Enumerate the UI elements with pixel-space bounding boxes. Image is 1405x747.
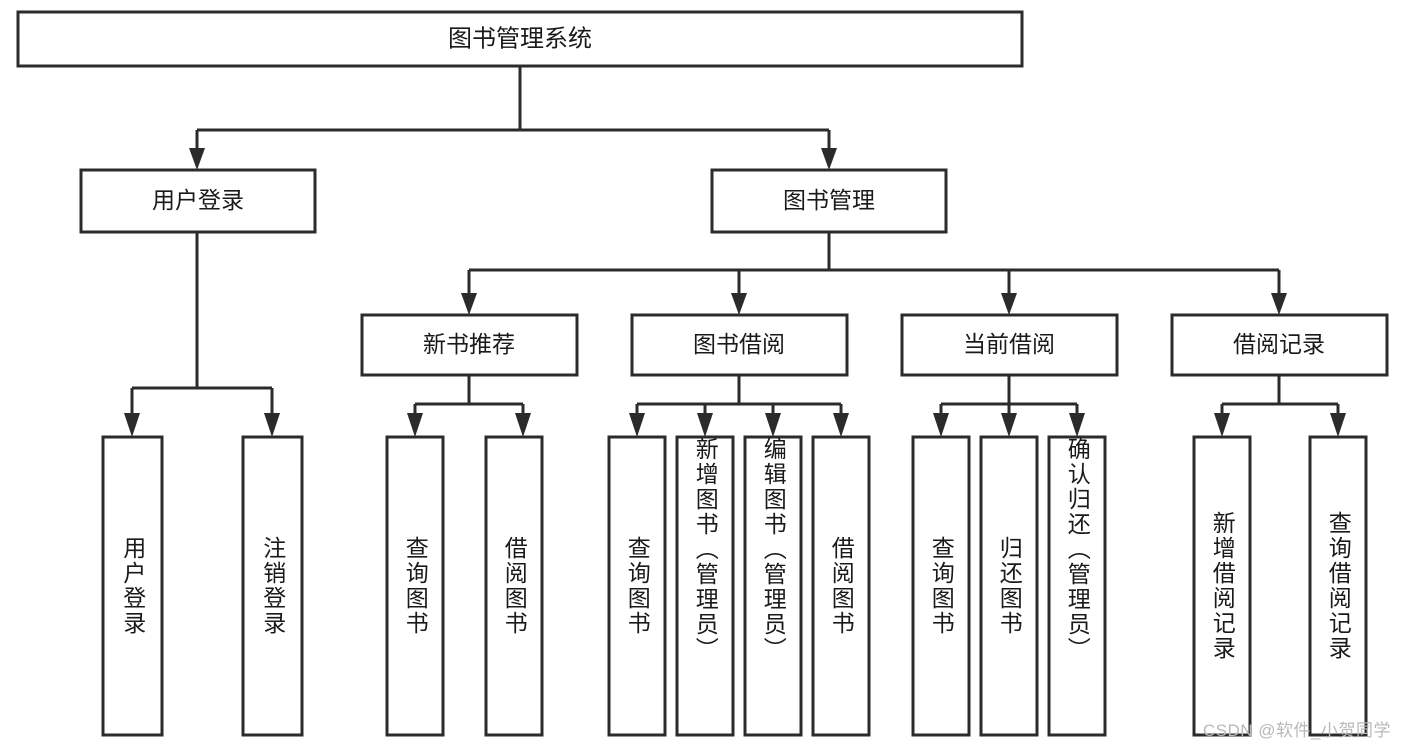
connector-new-book-rec-trunk xyxy=(407,375,531,437)
leaf-node-query-book-current[interactable] xyxy=(911,435,971,737)
node-current-borrow[interactable]: 当前借阅 xyxy=(900,313,1119,377)
node-borrow-record[interactable]: 借阅记录 xyxy=(1170,313,1389,377)
leaf-node-confirm-return-admin[interactable] xyxy=(1047,435,1107,737)
connector-to-user-login xyxy=(189,130,205,170)
leaf-node-query-borrow-record[interactable] xyxy=(1308,435,1368,737)
node-borrow-record-label: 借阅记录 xyxy=(1233,331,1325,357)
leaf-node-query-book-borrow[interactable] xyxy=(607,435,667,737)
node-book-borrow[interactable]: 图书借阅 xyxy=(630,313,849,377)
leaf-node-return-book[interactable] xyxy=(979,435,1039,737)
leaf-node-edit-book-admin[interactable] xyxy=(743,435,803,737)
node-user-login[interactable]: 用户登录 xyxy=(79,168,317,234)
leaf-node-logout[interactable] xyxy=(241,435,304,737)
leaf-node-user-login[interactable] xyxy=(101,435,164,737)
node-book-manage[interactable]: 图书管理 xyxy=(710,168,948,234)
node-root-label: 图书管理系统 xyxy=(448,25,592,52)
connector-user-login-trunk xyxy=(124,232,280,437)
leaf-node-add-borrow-record[interactable] xyxy=(1192,435,1252,737)
connector-to-book-manage xyxy=(821,130,837,170)
connector-current-borrow-trunk xyxy=(933,375,1085,437)
node-new-book-recommend-label: 新书推荐 xyxy=(423,331,515,357)
leaf-node-query-book-rec[interactable] xyxy=(385,435,445,737)
leaf-node-borrow-book[interactable] xyxy=(811,435,871,737)
node-user-login-label: 用户登录 xyxy=(152,187,244,213)
node-root[interactable]: 图书管理系统 xyxy=(16,10,1024,68)
connector-borrow-record-trunk xyxy=(1214,375,1346,437)
node-book-borrow-label: 图书借阅 xyxy=(693,331,785,357)
connector-book-borrow-trunk xyxy=(629,375,849,437)
leaf-node-borrow-book-rec[interactable] xyxy=(484,435,544,737)
node-new-book-recommend[interactable]: 新书推荐 xyxy=(360,313,579,377)
node-book-manage-label: 图书管理 xyxy=(783,187,875,213)
leaf-node-add-book-admin[interactable] xyxy=(675,435,735,737)
node-current-borrow-label: 当前借阅 xyxy=(963,331,1055,357)
connector-book-manage-trunk xyxy=(461,232,1287,315)
